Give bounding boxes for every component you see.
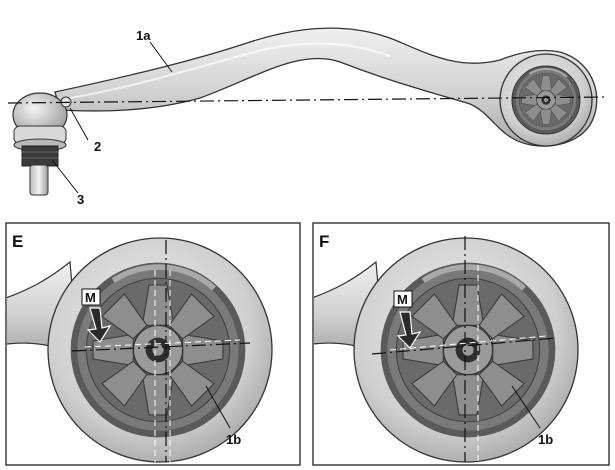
label-1b-f: 1b xyxy=(538,432,553,447)
marker-label-m-e: M xyxy=(85,290,96,305)
panel-e: E M 1b xyxy=(5,222,301,466)
stud-3 xyxy=(29,164,49,196)
panel-letter-e: E xyxy=(12,232,23,251)
panel-letter-f: F xyxy=(319,232,329,251)
panel-f: F M 1b xyxy=(312,222,610,466)
label-3: 3 xyxy=(77,192,84,207)
center-axis xyxy=(7,96,607,104)
label-2: 2 xyxy=(94,139,101,154)
label-1a: 1a xyxy=(136,28,151,43)
marker-arrow-m-f xyxy=(396,311,422,349)
top-view: 1a 2 3 xyxy=(7,27,607,207)
label-1b-e: 1b xyxy=(226,432,241,447)
ball-joint-2 xyxy=(12,92,72,167)
marker-label-m-f: M xyxy=(397,292,408,307)
marker-arrow-m-e xyxy=(86,307,112,343)
